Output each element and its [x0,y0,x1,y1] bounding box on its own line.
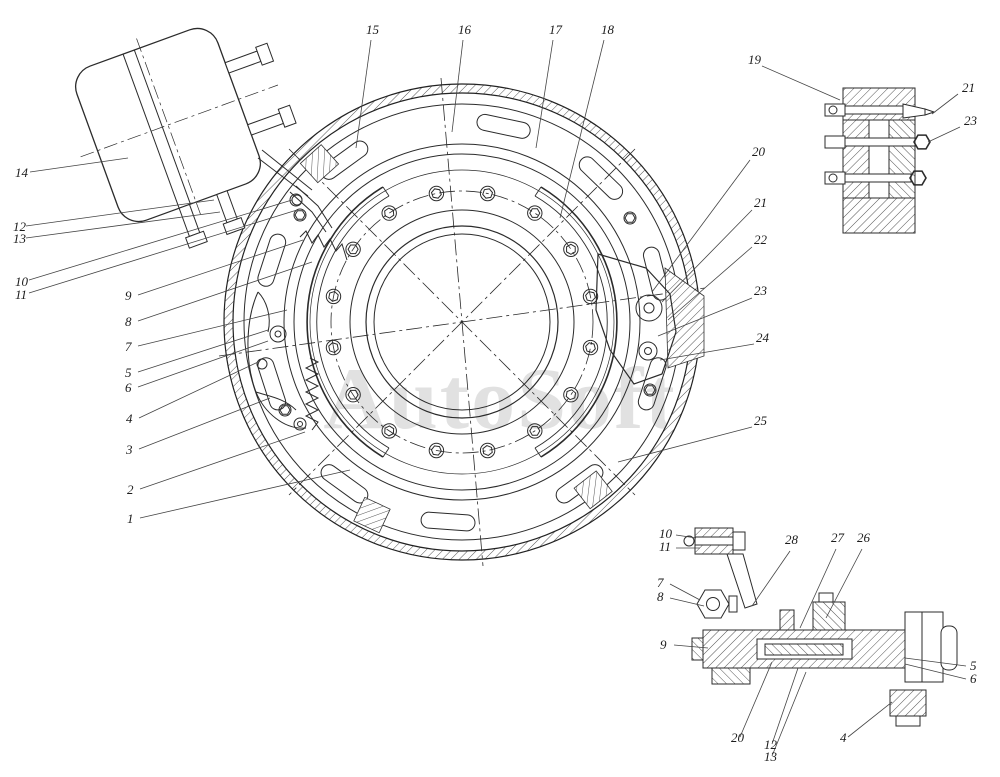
springs [299,230,348,431]
rivet [278,208,657,417]
callout-label: 5 [970,658,977,673]
callout-label: 6 [125,380,132,395]
callout-label: 20 [731,730,745,745]
callout-label: 20 [752,144,766,159]
callout-label: 2 [127,482,134,497]
detail-view-bottom [683,527,958,727]
callout-label: 11 [15,287,27,302]
callout-label: 12 [13,219,27,234]
callout-label: 16 [458,22,472,37]
left-shoe-mechanism [247,185,333,431]
chamber-studs [178,42,297,249]
callout-label: 26 [857,530,871,545]
callout-label: 5 [125,365,132,380]
callout-label: 23 [754,283,768,298]
callout-label: 14 [15,165,29,180]
callout-label: 12 [764,737,778,752]
callout-label: 7 [125,339,132,354]
rim-hatch-patch [299,144,613,534]
callout-label: 28 [785,532,799,547]
callout-label: 4 [126,411,133,426]
brake-drum [218,77,706,567]
callout-label: 18 [601,22,615,37]
slot-ring [255,112,671,534]
callout-label: 10 [15,274,29,289]
callout-label: 21 [962,80,975,95]
detail-view-top [824,87,936,234]
callout-label: 8 [125,314,132,329]
callout-label: 11 [659,539,671,554]
callout-label: 24 [756,330,770,345]
callout-label: 1 [127,511,134,526]
callout-label: 10 [659,526,673,541]
bolt-ring [325,185,599,459]
callout-label: 3 [125,442,133,457]
callout-numbers: 14 12 13 10 11 9 8 7 5 6 4 3 2 1 15 16 1… [13,22,978,764]
callout-label: 7 [657,575,664,590]
callout-label: 4 [840,730,847,745]
callout-label: 19 [748,52,762,67]
callout-label: 13 [13,231,27,246]
brake-shoes [306,186,618,458]
expander-lever [595,253,705,385]
callout-label: 23 [964,113,978,128]
leader-lines [25,39,967,757]
callout-label: 13 [764,749,778,764]
callout-label: 15 [366,22,380,37]
callout-label: 9 [660,637,667,652]
centerlines [218,77,706,567]
callout-label: 22 [754,232,768,247]
callout-label: 8 [657,589,664,604]
callout-label: 21 [754,195,767,210]
brake-chamber [75,27,313,249]
callout-label: 27 [831,530,845,545]
callout-label: 6 [970,671,977,686]
callout-label: 25 [754,413,768,428]
callout-label: 17 [549,22,563,37]
callout-label: 9 [125,288,132,303]
